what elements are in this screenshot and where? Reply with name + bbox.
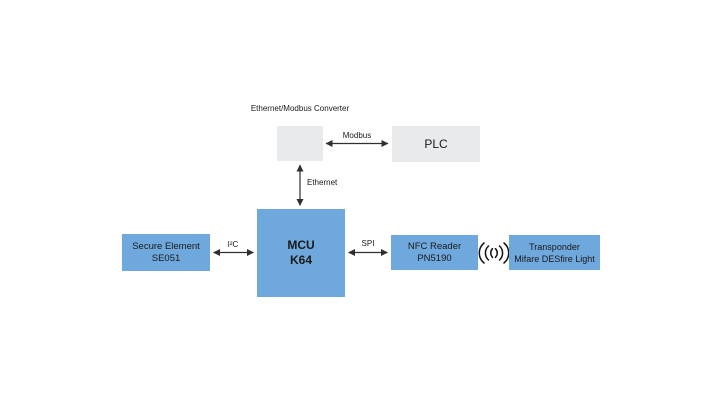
secure-element-label-line1: Secure Element [132,240,200,252]
node-nfc-reader-pn5190: NFC Reader PN5190 [391,235,478,270]
mcu-label-line2: K64 [289,253,312,267]
node-ethernet-modbus-converter [277,126,323,161]
transponder-label-line2: Mifare DESfire Light [514,253,595,264]
node-transponder-mifare-desfire-light: Transponder Mifare DESfire Light [509,235,600,270]
plc-label: PLC [424,137,448,151]
node-mcu-k64: MCU K64 [257,209,345,297]
converter-caption: Ethernet/Modbus Converter [245,104,355,114]
converter-caption-line2: Converter [314,104,350,113]
transponder-label-line1: Transponder [529,241,580,252]
nfc-reader-label-line1: NFC Reader [407,240,462,252]
secure-element-label-line2: SE051 [151,252,181,264]
ethernet-link-label: Ethernet [307,178,338,187]
nfc-reader-label-line2: PN5190 [417,252,452,264]
nfc-waves-icon [478,242,510,264]
node-plc: PLC [392,126,480,162]
modbus-link-label: Modbus [342,131,372,140]
i2c-link-label: I²C [227,240,239,249]
converter-caption-line1: Ethernet/Modbus [250,104,312,113]
node-secure-element-se051: Secure Element SE051 [122,234,210,271]
mcu-label-line1: MCU [287,238,315,252]
spi-link-label: SPI [361,239,375,248]
